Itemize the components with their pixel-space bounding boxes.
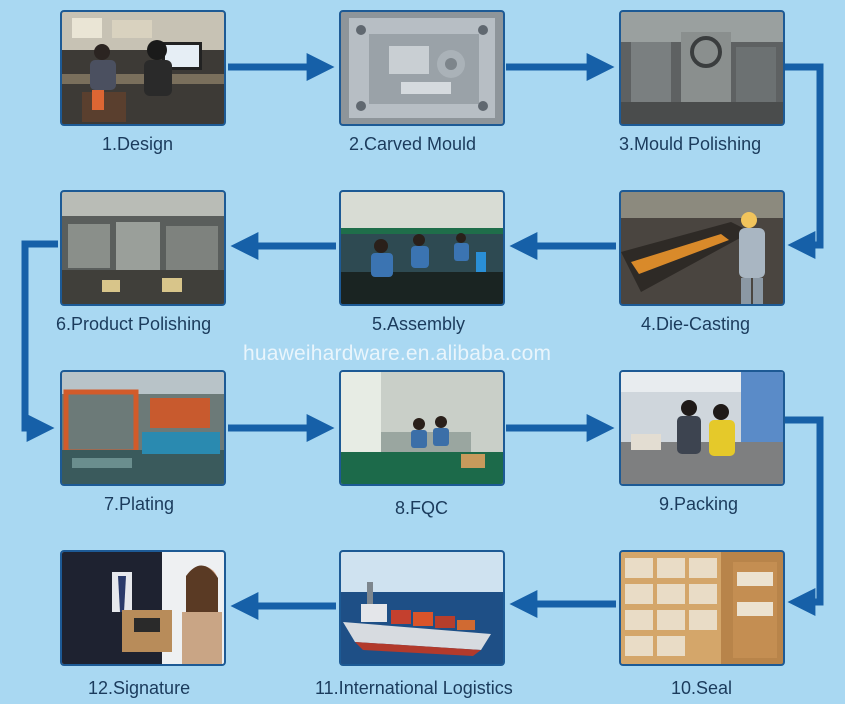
step-10-seal: 10.Seal <box>619 550 785 698</box>
step-label: 11.International Logistics <box>315 678 513 698</box>
step-label: 7.Plating <box>104 494 175 514</box>
step-label: 12.Signature <box>88 678 191 698</box>
step-label: 4.Die-Casting <box>641 314 751 334</box>
step-label: 2.Carved Mould <box>349 134 477 154</box>
product-polishing-photo <box>60 190 226 306</box>
step-2-carved-mould: 2.Carved Mould <box>339 10 505 154</box>
step-3-mould-polishing: 3.Mould Polishing <box>619 10 785 154</box>
mould-polishing-photo <box>619 10 785 126</box>
design-photo <box>60 10 226 126</box>
step-8-fqc: 8.FQC <box>339 370 505 518</box>
step-7-plating: 7.Plating <box>60 370 226 514</box>
carved-mould-photo <box>339 10 505 126</box>
step-12-signature: 12.Signature <box>60 550 226 698</box>
step-9-packing: 9.Packing <box>619 370 785 514</box>
step-label: 3.Mould Polishing <box>619 134 762 154</box>
step-label: 10.Seal <box>671 678 733 698</box>
die-casting-photo <box>619 190 785 306</box>
arrow-9-to-10 <box>785 416 824 616</box>
step-label: 6.Product Polishing <box>56 314 212 334</box>
watermark: huaweihardware.en.alibaba.com <box>243 342 552 365</box>
step-label: 8.FQC <box>395 498 449 518</box>
plating-photo <box>60 370 226 486</box>
step-6-product-polishing: 6.Product Polishing <box>56 190 226 334</box>
arrow-3-to-4 <box>785 63 824 259</box>
logistics-photo <box>339 550 505 666</box>
step-5-assembly: 5.Assembly <box>339 190 505 334</box>
seal-photo <box>619 550 785 666</box>
assembly-photo <box>339 190 505 306</box>
signature-photo <box>60 550 226 666</box>
arrow-6-to-7 <box>21 240 58 442</box>
step-label: 9.Packing <box>659 494 739 514</box>
step-label: 5.Assembly <box>372 314 466 334</box>
step-11-international-logistics: 11.International Logistics <box>315 550 513 698</box>
step-1-design: 1.Design <box>60 10 226 154</box>
packing-photo <box>619 370 785 486</box>
step-label: 1.Design <box>102 134 174 154</box>
fqc-photo <box>339 370 505 486</box>
step-4-die-casting: 4.Die-Casting <box>619 190 785 334</box>
